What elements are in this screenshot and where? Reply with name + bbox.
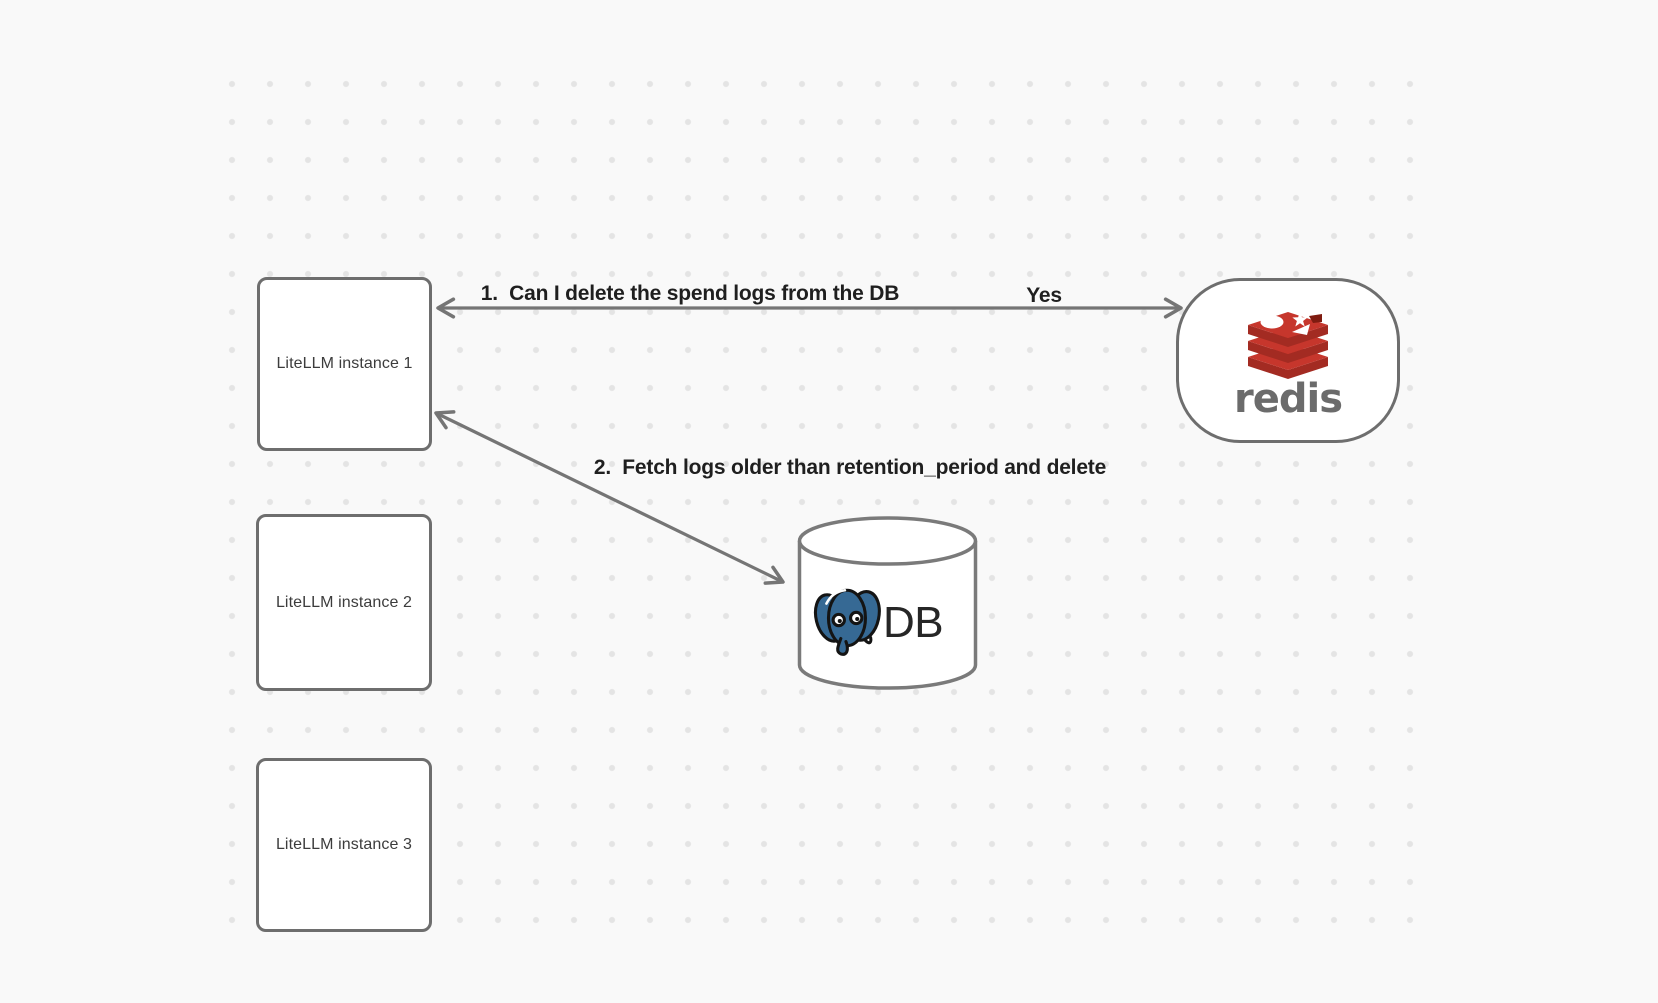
redis-wordmark-label: redis [1233, 376, 1343, 422]
postgresql-elephant-icon [813, 588, 881, 656]
edge1-question-label[interactable]: 1. Can I delete the spend logs from the … [480, 282, 900, 305]
node-db-cylinder[interactable]: DB [797, 515, 978, 691]
node-redis[interactable]: redis [1176, 278, 1400, 443]
node-label: LiteLLM instance 2 [275, 593, 413, 611]
edge2-action-label[interactable]: 2. Fetch logs older than retention_perio… [593, 456, 1107, 479]
db-label: DB [883, 598, 944, 647]
node-litellm-instance-2[interactable]: LiteLLM instance 2 [256, 514, 432, 691]
edge1-response-label[interactable]: Yes [1026, 284, 1062, 307]
node-label: LiteLLM instance 3 [275, 836, 413, 853]
node-litellm-instance-3[interactable]: LiteLLM instance 3 [256, 758, 432, 932]
redis-stack-icon [1248, 312, 1328, 379]
node-litellm-instance-1[interactable]: LiteLLM instance 1 [257, 277, 432, 451]
node-label: LiteLLM instance 1 [276, 355, 413, 372]
